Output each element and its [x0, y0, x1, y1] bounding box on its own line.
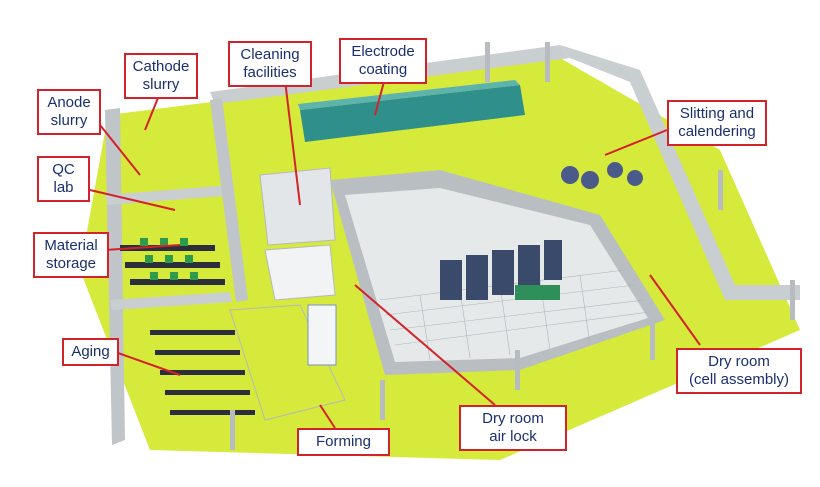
- label-electrode-coating: Electrode coating: [339, 38, 427, 84]
- label-qc-lab: QC lab: [37, 156, 90, 202]
- label-material-storage: Material storage: [33, 232, 109, 278]
- slitting-machines: [561, 162, 643, 189]
- callout-arrows: [89, 77, 701, 429]
- coating-line-top: [298, 80, 520, 110]
- cleaning-corridor: [259, 167, 336, 246]
- room-divider-2: [110, 292, 232, 310]
- label-cleaning-facilities-line1: Cleaning: [240, 46, 300, 63]
- label-material-storage-line1: Material: [44, 237, 98, 254]
- label-cleaning-facilities-line2: facilities: [243, 64, 297, 81]
- label-aging: Aging: [62, 338, 119, 366]
- left-wall: [105, 108, 125, 445]
- label-cathode-slurry-line2: slurry: [142, 76, 180, 93]
- storage-bins: [140, 238, 198, 280]
- label-dry-room-air-lock-line1: Dry room: [482, 410, 544, 427]
- green-machine: [515, 285, 560, 300]
- label-slitting-calendering-line2: calendering: [678, 123, 756, 140]
- label-electrode-coating-line2: coating: [358, 61, 408, 78]
- label-anode-slurry-line2: slurry: [50, 112, 88, 129]
- aging-racks: [150, 330, 255, 415]
- label-slitting-calendering: Slitting and calendering: [667, 100, 767, 146]
- label-qc-lab-line2: lab: [53, 179, 74, 196]
- label-forming: Forming: [297, 428, 390, 456]
- right-wall: [560, 45, 800, 300]
- forming-room: [229, 304, 346, 421]
- room-divider-1: [105, 185, 235, 205]
- pillars: [230, 42, 795, 450]
- label-cathode-slurry: Cathode slurry: [124, 53, 198, 99]
- assembly-machines: [440, 240, 562, 300]
- room-divider-3: [210, 98, 248, 302]
- label-dry-room-cell-assembly: Dry room (cell assembly): [676, 348, 802, 394]
- label-material-storage-line2: storage: [45, 255, 97, 272]
- cleaning-room: [264, 244, 336, 301]
- label-slitting-calendering-line1: Slitting and: [679, 105, 755, 122]
- coating-line: [300, 85, 525, 142]
- label-dry-room-air-lock-line2: air lock: [489, 428, 537, 445]
- label-electrode-coating-line1: Electrode: [351, 43, 415, 60]
- label-forming-text: Forming: [315, 433, 371, 450]
- label-qc-lab-line1: QC: [52, 161, 75, 178]
- label-dry-room-air-lock: Dry room air lock: [459, 405, 567, 451]
- label-dry-room-cell-assembly-line1: Dry room: [708, 353, 770, 370]
- storage-racks: [120, 245, 225, 285]
- label-anode-slurry-line1: Anode: [47, 94, 91, 111]
- label-anode-slurry: Anode slurry: [37, 89, 101, 135]
- label-dry-room-cell-assembly-line2: (cell assembly): [688, 371, 790, 388]
- forming-cabinet: [307, 304, 337, 366]
- label-aging-text: Aging: [71, 343, 110, 360]
- label-cleaning-facilities: Cleaning facilities: [228, 41, 312, 87]
- label-cathode-slurry-line1: Cathode: [132, 58, 190, 75]
